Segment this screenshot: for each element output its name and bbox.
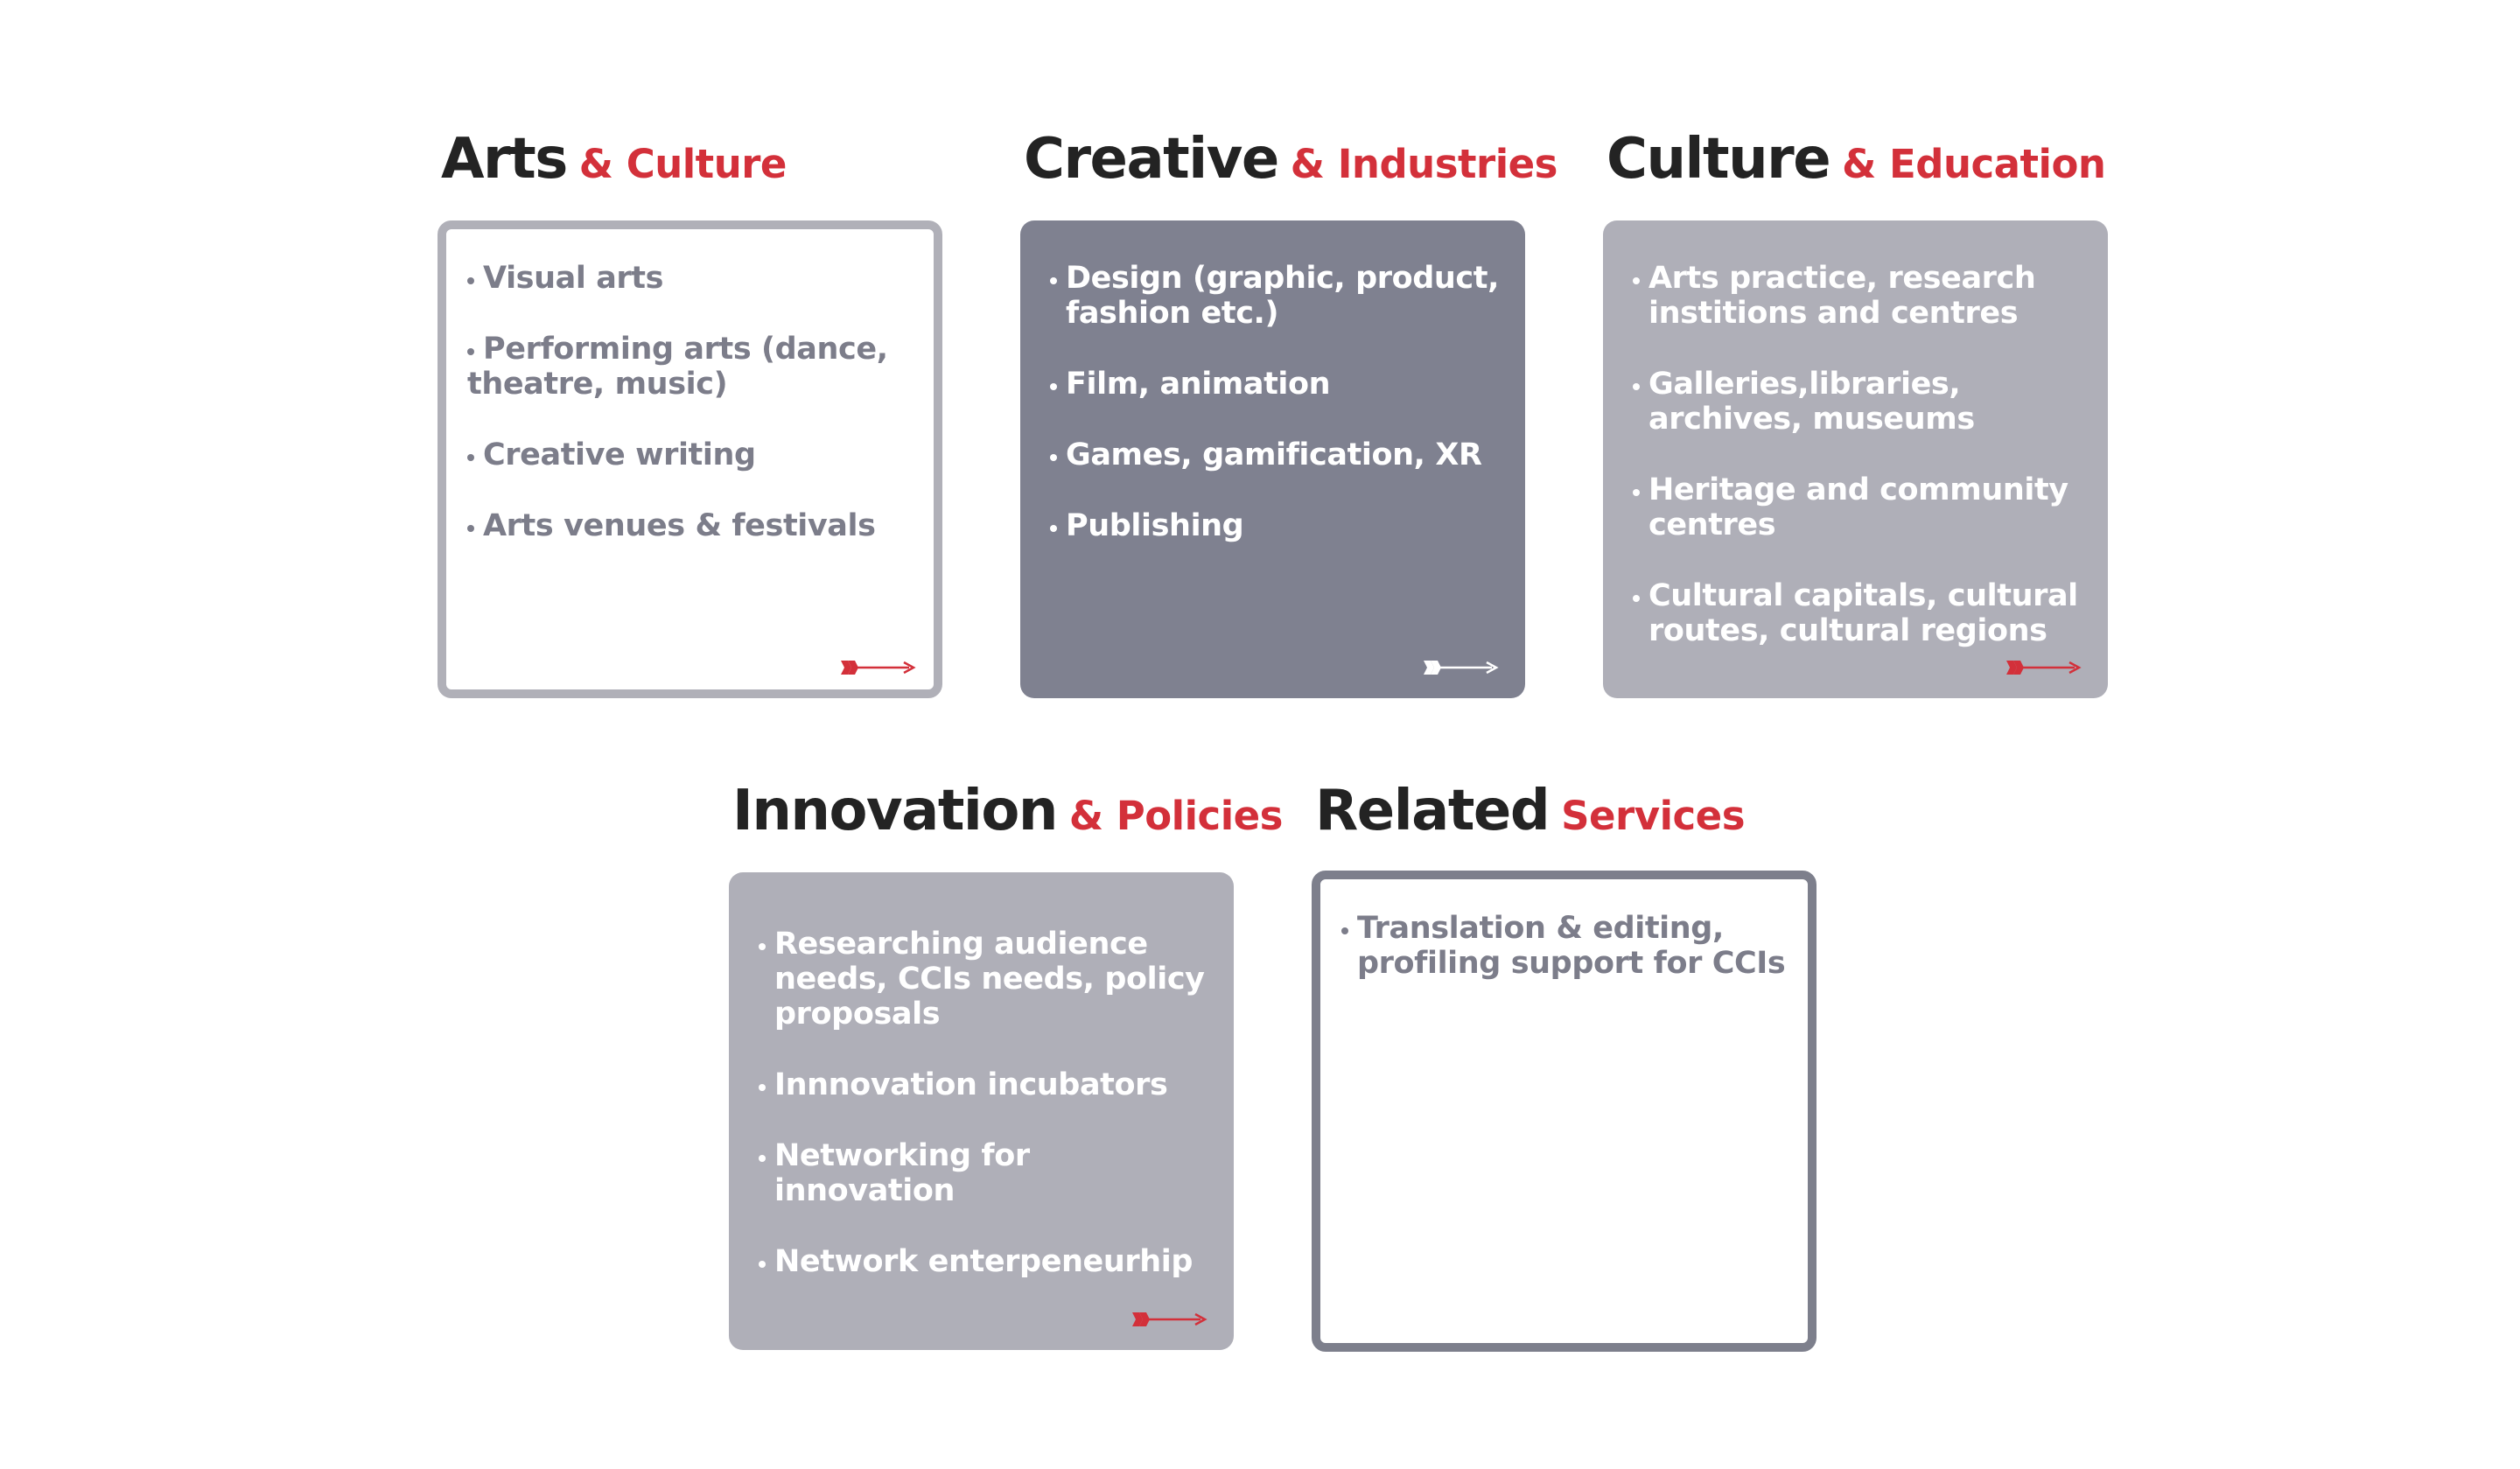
heading-main: Related [1315,779,1550,843]
arrow-right-icon[interactable] [1130,1310,1208,1329]
list-item: Network enterpeneurhip [759,1244,1209,1279]
category-box: Translation & editing, profiling support… [1312,871,1816,1352]
item-list: Researching audience needs, CCIs needs, … [759,927,1209,1279]
list-item: Games, gamification, XR [1050,437,1501,472]
item-list: Translation & editing, profiling support… [1341,911,1792,981]
section-heading: Culture& Education [1606,131,2106,187]
list-item: Arts venues & festivals [467,508,918,543]
list-item: Innnovation incubators [759,1067,1209,1102]
category-box: Researching audience needs, CCIs needs, … [729,872,1234,1350]
category-box: Design (graphic, product, fashion etc.) … [1020,220,1525,698]
list-item: Creative writing [467,437,918,472]
list-item: Translation & editing, profiling support… [1341,911,1792,981]
heading-main: Innovation [732,779,1058,843]
list-item: Researching audience needs, CCIs needs, … [759,927,1209,1032]
list-item: Cultural capitals, cultural routes, cult… [1633,578,2083,648]
category-box: Arts practice, research institions and c… [1603,220,2108,698]
list-item: Performing arts (dance, theatre, music) [467,332,918,402]
heading-sub: & Culture [578,141,788,187]
list-item: Design (graphic, product, fashion etc.) [1050,261,1501,331]
item-list: Design (graphic, product, fashion etc.) … [1050,261,1501,543]
heading-main: Culture [1606,127,1831,192]
arrow-right-icon[interactable] [1422,658,1499,677]
section-heading: Innovation& Policies [732,783,1283,839]
heading-sub: & Policies [1068,793,1284,839]
heading-main: Arts [441,127,568,192]
item-list: Arts practice, research institions and c… [1633,261,2083,648]
heading-sub: & Education [1842,141,2106,187]
heading-sub: & Industries [1290,141,1558,187]
category-box: Visual arts Performing arts (dance, thea… [438,220,942,698]
list-item: Publishing [1050,508,1501,543]
arrow-right-icon[interactable] [839,658,916,677]
item-list: Visual arts Performing arts (dance, thea… [467,261,918,543]
list-item: Heritage and community centres [1633,472,2083,542]
section-heading: Creative& Industries [1024,131,1558,187]
list-item: Arts practice, research institions and c… [1633,261,2083,331]
arrow-right-icon[interactable] [2005,658,2082,677]
list-item: Visual arts [467,261,918,296]
heading-main: Creative [1024,127,1279,192]
heading-sub: Services [1561,793,1745,839]
list-item: Galleries,libraries, archives, museums [1633,367,2083,437]
section-heading: Arts& Culture [441,131,787,187]
list-item: Networking for innovation [759,1138,1209,1208]
list-item: Film, animation [1050,367,1501,402]
